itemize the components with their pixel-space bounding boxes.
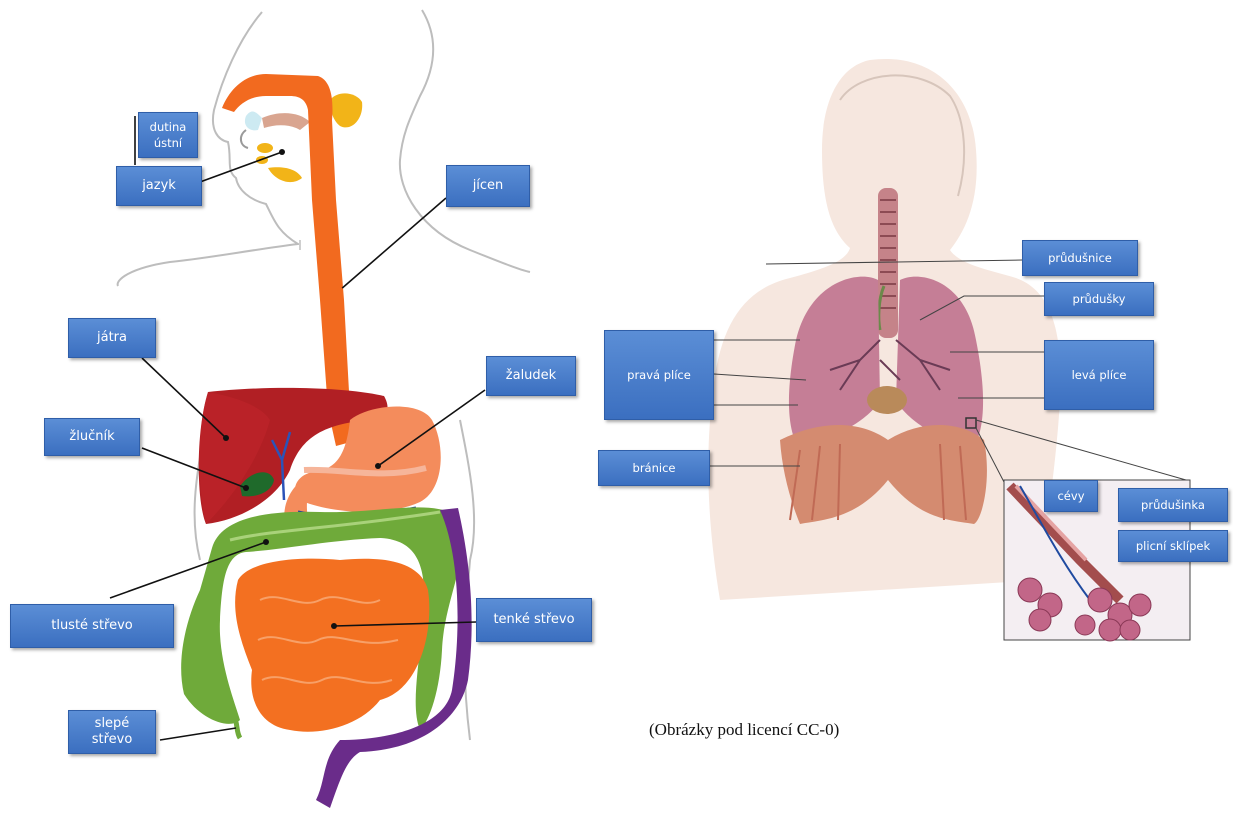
label-diaphragm: bránice [598,450,710,486]
label-tongue: jazyk [116,166,202,206]
label-gallbladder: žlučník [44,418,140,456]
label-right-lung: pravá plíce [604,330,714,420]
label-esophagus: jícen [446,165,530,207]
label-oral-cavity: dutina ústní [138,112,198,158]
label-bronchi: průdušky [1044,282,1154,316]
label-large-intestine: tlusté střevo [10,604,174,648]
label-left-lung: levá plíce [1044,340,1154,410]
label-bronchiole: průdušinka [1118,488,1228,522]
label-small-intestine: tenké střevo [476,598,592,642]
label-liver: játra [68,318,156,358]
label-appendix: slepé střevo [68,710,156,754]
label-stomach: žaludek [486,356,576,396]
label-trachea: průdušnice [1022,240,1138,276]
label-vessels: cévy [1044,480,1098,512]
label-alveolus: plicní sklípek [1118,530,1228,562]
license-caption: (Obrázky pod licencí CC-0) [649,720,839,740]
